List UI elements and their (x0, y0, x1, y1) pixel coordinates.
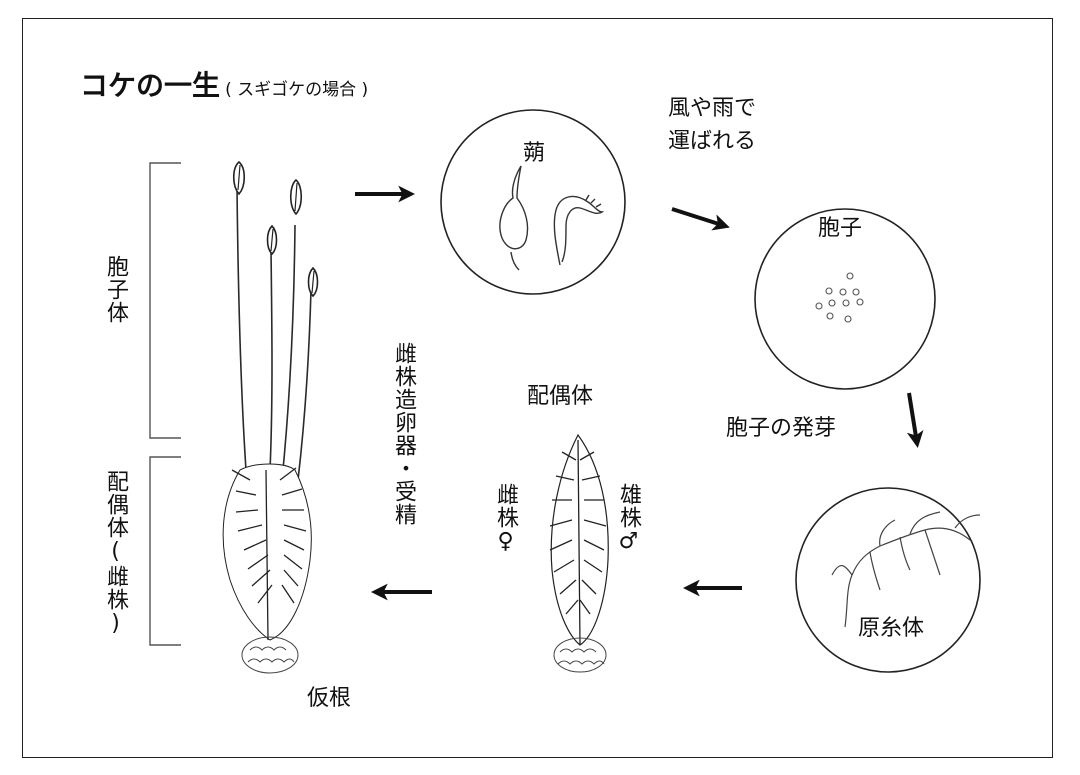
moss-plant-large-illustration (223, 162, 317, 673)
title-main: コケの一生 (80, 69, 220, 102)
protonema-label: 原糸体 (858, 618, 924, 640)
female-label: 雌株♀ (494, 483, 516, 555)
gametophyte-bracket-icon (150, 457, 181, 645)
capsule-circle (441, 110, 625, 294)
capsule-label: 蒴 (523, 143, 545, 165)
protonema-illustration (832, 512, 980, 627)
sporophyte-label: 胞子体 (104, 255, 126, 324)
wind-rain-label-line2: 運ばれる (668, 131, 756, 153)
protonema-circle (796, 488, 980, 672)
sporophyte-bracket-icon (150, 163, 181, 438)
arrow-down-icon (909, 393, 917, 443)
gametophyte-label: 配偶体 (527, 386, 593, 408)
title: コケの一生 ( スギゴケの場合 ) (80, 72, 368, 100)
fertilization-label: 雌株造卵器・受精 (392, 342, 414, 526)
spore-label: 胞子 (818, 218, 862, 240)
germination-label: 胞子の発芽 (726, 418, 836, 440)
rhizoid-label: 仮根 (307, 688, 351, 710)
moss-plant-small-illustration (550, 435, 608, 672)
capsule-illustration (500, 166, 602, 270)
title-sub: ( スギゴケの場合 ) (225, 80, 368, 100)
gametophyte-female-label: 配偶体(雌株) (104, 470, 126, 637)
arrow-down-right-icon (672, 209, 725, 226)
spore-dots (816, 273, 863, 322)
male-label: 雄株♂ (617, 483, 639, 555)
wind-rain-label-line1: 風や雨で (668, 98, 756, 120)
